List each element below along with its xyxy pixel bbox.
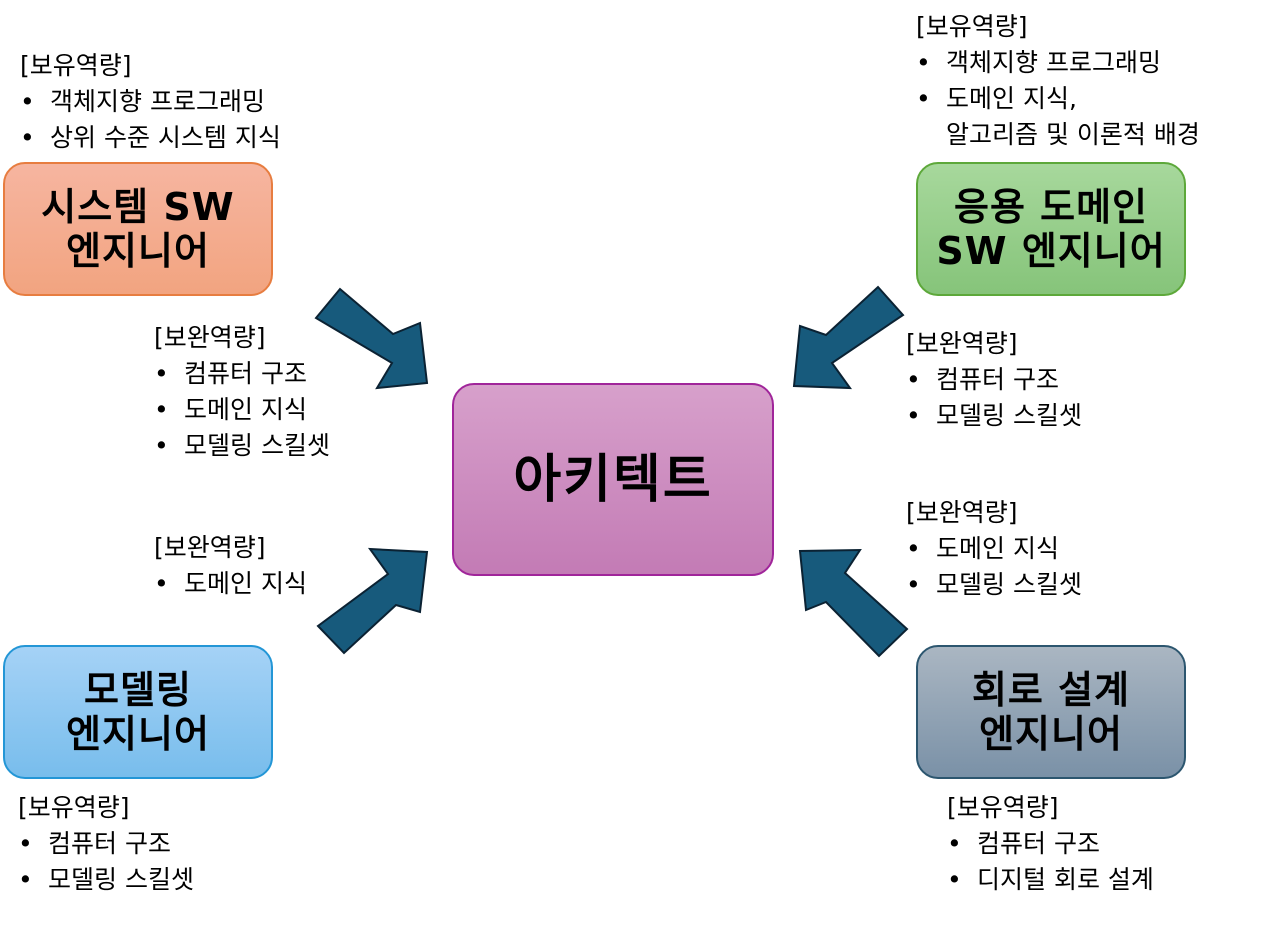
system-sw-owned-skills: [보유역량] 객체지향 프로그래밍 상위 수준 시스템 지식 (20, 48, 281, 156)
list-item: 모델링 스킬셋 (906, 398, 1082, 434)
arrow-appdomain-to-architect (792, 285, 905, 390)
app-domain-complement-skills: [보완역량] 컴퓨터 구조 모델링 스킬셋 (906, 326, 1082, 434)
app-domain-label-line1: 응용 도메인 (953, 185, 1149, 229)
list-item-line: 도메인 지식, (946, 84, 1077, 113)
app-domain-label-line2: SW 엔지니어 (936, 229, 1166, 273)
system-sw-label-line1: 시스템 SW (41, 185, 235, 229)
circuit-label-line1: 회로 설계 (971, 668, 1131, 712)
list-item: 모델링 스킬셋 (154, 428, 330, 464)
modeling-label-line2: 엔지니어 (66, 712, 210, 756)
circuit-label-line2: 엔지니어 (979, 712, 1123, 756)
system-sw-engineer-box: 시스템 SW 엔지니어 (3, 162, 273, 296)
architect-label: 아키텍트 (513, 449, 713, 510)
complement-header: [보완역량] (154, 323, 266, 352)
complement-header: [보완역량] (906, 329, 1018, 358)
list-item: 컴퓨터 구조 (18, 826, 194, 862)
owned-header: [보유역량] (947, 793, 1059, 822)
modeling-engineer-box: 모델링 엔지니어 (3, 645, 273, 779)
owned-header: [보유역량] (20, 51, 132, 80)
list-item: 도메인 지식 (154, 392, 330, 428)
list-item: 컴퓨터 구조 (947, 826, 1154, 862)
owned-header: [보유역량] (18, 793, 130, 822)
circuit-owned-skills: [보유역량] 컴퓨터 구조 디지털 회로 설계 (947, 790, 1154, 898)
list-item: 컴퓨터 구조 (154, 356, 330, 392)
arrow-modeling-to-architect (316, 547, 429, 655)
list-item: 모델링 스킬셋 (18, 862, 194, 898)
list-item-line: 알고리즘 및 이론적 배경 (946, 120, 1200, 149)
list-item: 상위 수준 시스템 지식 (20, 120, 281, 156)
list-item: 객체지향 프로그래밍 (916, 45, 1200, 81)
modeling-complement-skills: [보완역량] 도메인 지식 (154, 530, 307, 602)
app-domain-sw-engineer-box: 응용 도메인 SW 엔지니어 (916, 162, 1186, 296)
circuit-engineer-box: 회로 설계 엔지니어 (916, 645, 1186, 779)
architect-box: 아키텍트 (452, 383, 774, 576)
arrow-circuit-to-architect (798, 548, 909, 658)
list-item: 객체지향 프로그래밍 (20, 84, 281, 120)
list-item: 도메인 지식, 알고리즘 및 이론적 배경 (916, 81, 1200, 153)
list-item: 컴퓨터 구조 (906, 362, 1082, 398)
modeling-label-line1: 모델링 (84, 668, 192, 712)
list-item: 디지털 회로 설계 (947, 862, 1154, 898)
app-domain-owned-skills: [보유역량] 객체지향 프로그래밍 도메인 지식, 알고리즘 및 이론적 배경 (916, 9, 1200, 153)
complement-header: [보완역량] (906, 498, 1018, 527)
list-item: 도메인 지식 (154, 566, 307, 602)
list-item: 도메인 지식 (906, 531, 1082, 567)
arrow-system-to-architect (314, 287, 429, 390)
complement-header: [보완역량] (154, 533, 266, 562)
circuit-complement-skills: [보완역량] 도메인 지식 모델링 스킬셋 (906, 495, 1082, 603)
system-sw-complement-skills: [보완역량] 컴퓨터 구조 도메인 지식 모델링 스킬셋 (154, 320, 330, 464)
list-item: 모델링 스킬셋 (906, 567, 1082, 603)
modeling-owned-skills: [보유역량] 컴퓨터 구조 모델링 스킬셋 (18, 790, 194, 898)
system-sw-label-line2: 엔지니어 (66, 229, 210, 273)
owned-header: [보유역량] (916, 12, 1028, 41)
